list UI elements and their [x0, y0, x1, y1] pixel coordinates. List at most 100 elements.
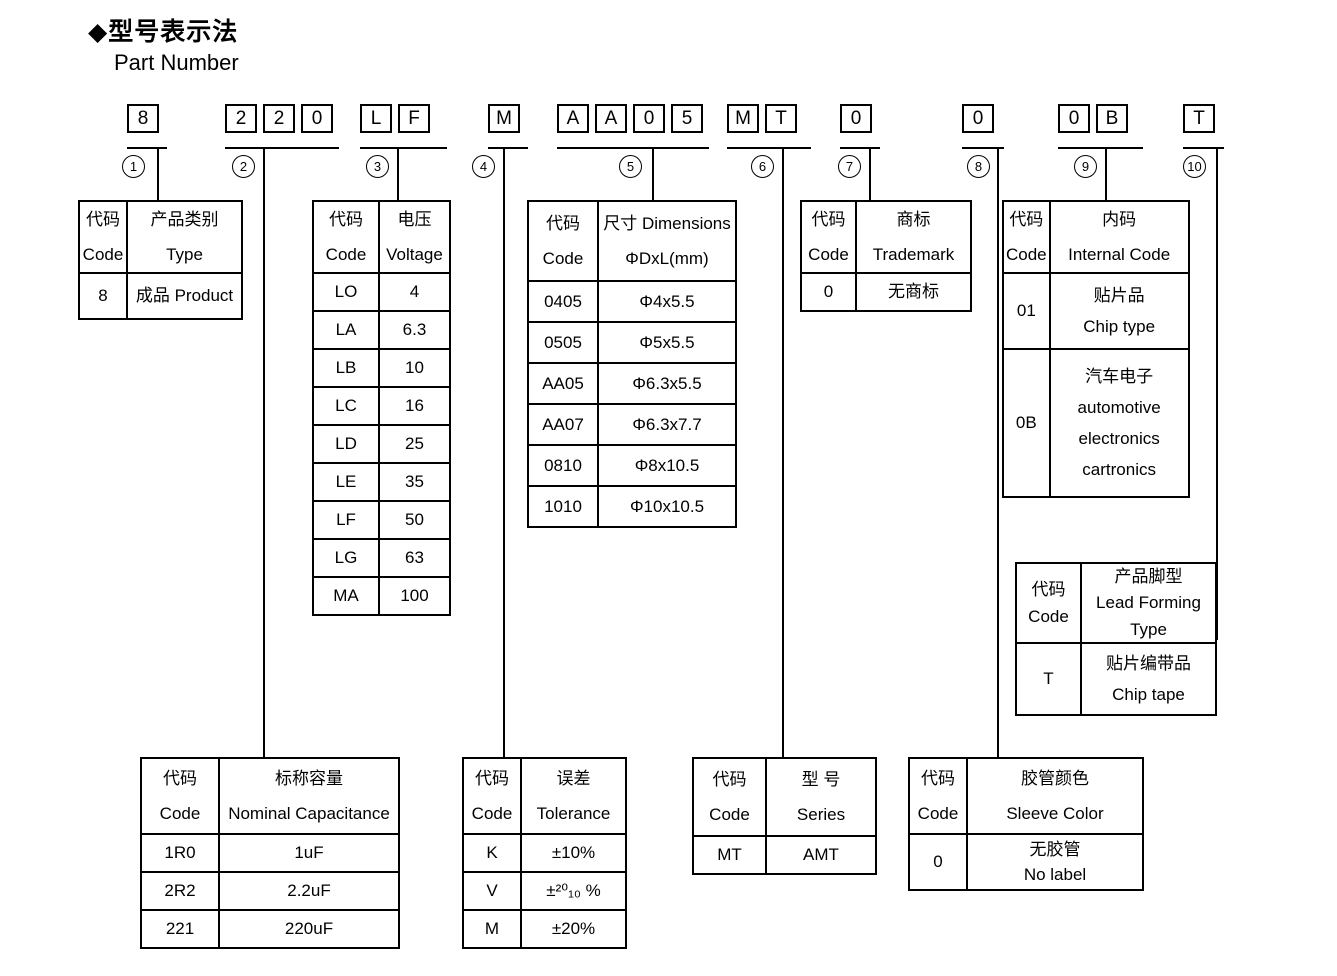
marker-6: 6 [751, 155, 774, 178]
pn-box: 2 [225, 104, 257, 133]
lead-forming-table: 代码 Code 产品脚型 Lead Forming Type T 贴片编带品 C… [1015, 562, 1217, 716]
cell-code: V [462, 871, 522, 911]
cell-code: LA [312, 310, 380, 350]
cell-code: LC [312, 386, 380, 426]
cell-value: 25 [378, 424, 451, 464]
pn-box: B [1096, 104, 1128, 133]
header-code: 代码 Code [140, 757, 220, 835]
cell-value: Φ6.3x7.7 [597, 403, 737, 446]
cell-value: ±20% [520, 909, 627, 949]
pn-box: 8 [127, 104, 159, 133]
header-code: 代码 Code [78, 200, 128, 274]
marker-1: 1 [122, 155, 145, 178]
cell-code: LE [312, 462, 380, 502]
table-row: MT AMT [692, 835, 877, 875]
header-series: 型 号 Series [765, 757, 877, 837]
connector-8 [997, 147, 999, 757]
underline-3 [360, 147, 447, 149]
underline-8 [962, 147, 1004, 149]
connector-4 [503, 147, 505, 757]
table-row: 8 成品 Product [78, 272, 243, 320]
cell-code: LD [312, 424, 380, 464]
header-code: 代码 Code [1002, 200, 1051, 274]
cell-code: 0505 [527, 321, 599, 364]
connector-2 [263, 147, 265, 757]
cell-value: 100 [378, 576, 451, 616]
marker-2: 2 [232, 155, 255, 178]
sleeve-color-table: 代码 Code 胶管颜色 Sleeve Color 0 无胶管 No label [908, 757, 1144, 891]
cell-code: 01 [1002, 272, 1051, 350]
pn-group-9: 0 B [1058, 104, 1128, 133]
trademark-table: 代码 Code 商标 Trademark 0 无商标 [800, 200, 972, 312]
page-title-en: Part Number [114, 50, 239, 75]
cell-code: M [462, 909, 522, 949]
connector-10 [1216, 147, 1218, 640]
table-row: T 贴片编带品 Chip tape [1015, 642, 1217, 716]
pn-group-3: L F [360, 104, 430, 133]
header-internal-code: 内码 Internal Code [1048, 200, 1190, 274]
marker-3: 3 [366, 155, 389, 178]
underline-10 [1183, 147, 1224, 149]
cell-code: 0 [908, 833, 968, 891]
header-trademark: 商标 Trademark [855, 200, 972, 274]
cell-value: 2.2uF [218, 871, 400, 911]
header-code: 代码 Code [1015, 562, 1082, 644]
cell-value: 无胶管 No label [966, 833, 1144, 891]
internal-code-table: 代码 Code 内码 Internal Code 01 贴片品 Chip typ… [1002, 200, 1190, 498]
pn-box: 0 [962, 104, 994, 133]
pn-group-6: M T [727, 104, 797, 133]
pn-box: L [360, 104, 392, 133]
cell-value: AMT [765, 835, 877, 875]
tolerance-table: 代码 Code 误差 Tolerance K±10% V±²⁰₁₀ % M±20… [462, 757, 627, 949]
cell-value: 贴片编带品 Chip tape [1080, 642, 1217, 716]
cell-code: MA [312, 576, 380, 616]
cell-code: 1010 [527, 485, 599, 528]
table-row: 0 无胶管 No label [908, 833, 1144, 891]
cell-value: Φ8x10.5 [597, 444, 737, 487]
header-code: 代码 Code [312, 200, 380, 274]
header-voltage: 电压 Voltage [378, 200, 451, 274]
table-row: 0 无商标 [800, 272, 972, 312]
cell-code: 0 [800, 272, 857, 312]
cell-code: K [462, 833, 522, 873]
pn-group-4: M [488, 104, 520, 133]
cell-value: 10 [378, 348, 451, 388]
connector-7 [869, 147, 871, 200]
cell-code: 2R2 [140, 871, 220, 911]
cell-code: LB [312, 348, 380, 388]
marker-9: 9 [1074, 155, 1097, 178]
cell-code: 8 [78, 272, 128, 320]
pn-group-5: A A 0 5 [557, 104, 703, 133]
product-type-table: 代码 Code 产品类别 Type 8 成品 Product [78, 200, 243, 320]
cell-code: 0B [1002, 348, 1051, 498]
cell-value: Φ10x10.5 [597, 485, 737, 528]
marker-5: 5 [619, 155, 642, 178]
header-code: 代码 Code [527, 200, 599, 282]
pn-group-7: 0 [840, 104, 872, 133]
cell-code: LF [312, 500, 380, 540]
header-tolerance: 误差 Tolerance [520, 757, 627, 835]
header-code: 代码 Code [462, 757, 522, 835]
cell-code: 221 [140, 909, 220, 949]
connector-6 [782, 147, 784, 757]
cell-value: Φ4x5.5 [597, 280, 737, 323]
pn-box: 5 [671, 104, 703, 133]
cell-code: AA07 [527, 403, 599, 446]
pn-box: A [557, 104, 589, 133]
cell-code: MT [692, 835, 767, 875]
pn-box: T [1183, 104, 1215, 133]
cell-value: Φ5x5.5 [597, 321, 737, 364]
